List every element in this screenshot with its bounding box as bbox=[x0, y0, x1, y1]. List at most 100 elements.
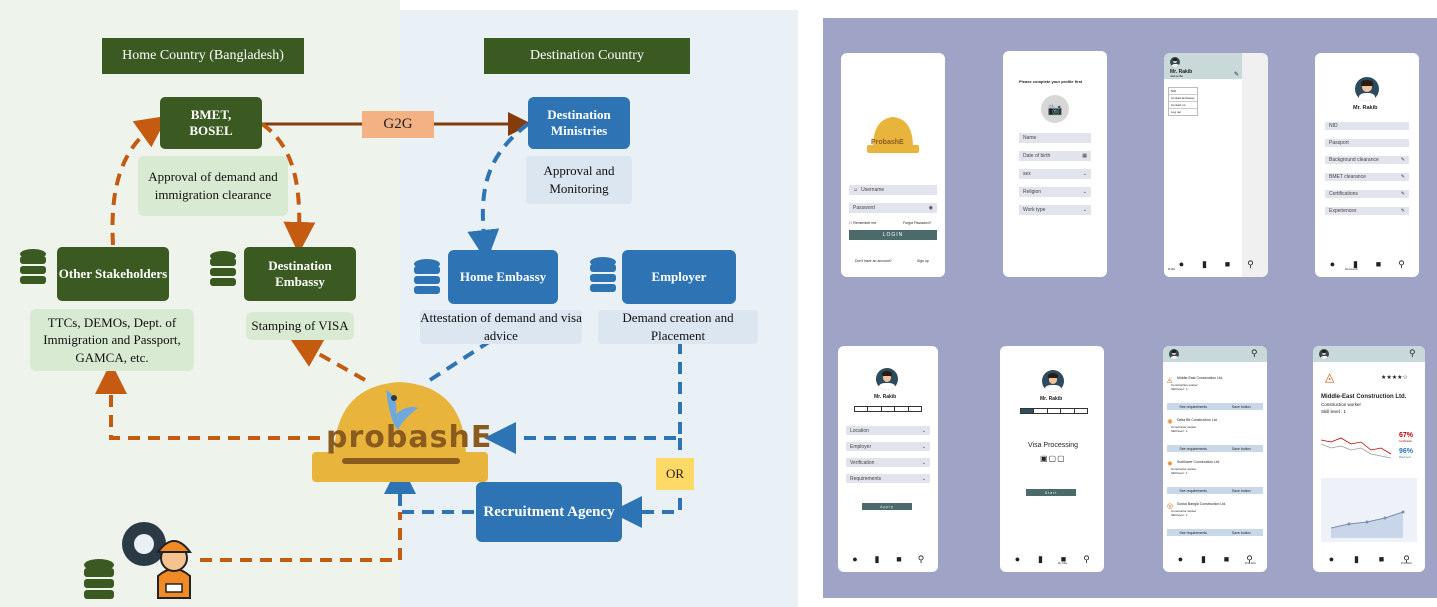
database-icon bbox=[590, 257, 616, 292]
profile-nav-icon[interactable]: ● bbox=[1177, 553, 1184, 564]
sex-select[interactable]: sex⌄ bbox=[1019, 169, 1091, 179]
job-list-screen: ⚲ ◬ Middle-East Construction Ltd. Constr… bbox=[1163, 346, 1267, 572]
certifications-field[interactable]: Certifications✎ bbox=[1325, 190, 1409, 198]
document-nav-icon[interactable]: ▮ bbox=[1202, 258, 1207, 269]
avatar bbox=[1169, 349, 1179, 359]
profile-nav-icon[interactable]: ● bbox=[1014, 553, 1021, 564]
see-requirements-button[interactable]: See requirements bbox=[1179, 404, 1208, 409]
requirements-select[interactable]: Requirements⌄ bbox=[846, 474, 930, 483]
job-actions: See requirements Save button bbox=[1167, 403, 1263, 410]
save-job-button[interactable]: Save button bbox=[1231, 404, 1251, 409]
login-button[interactable]: LOGIN bbox=[849, 230, 937, 240]
document-nav-icon[interactable]: ▮ bbox=[1354, 553, 1359, 564]
top-bar bbox=[1313, 346, 1425, 362]
profile-user-name: Mr. Rakib bbox=[1353, 105, 1378, 111]
document-nav-icon[interactable]: ▮ bbox=[874, 553, 880, 564]
drawer-item-nid[interactable]: NID bbox=[1169, 88, 1197, 95]
jobs-nav-icon[interactable]: ■ bbox=[1375, 258, 1382, 269]
jobs-nav-icon[interactable]: ■ bbox=[1223, 553, 1230, 564]
document-nav-icon[interactable]: ▮ bbox=[1201, 553, 1206, 564]
edit-icon[interactable]: ✎ bbox=[1400, 157, 1405, 163]
drawer-item-logout[interactable]: Log out bbox=[1171, 110, 1182, 114]
destination-ministries-node: Destination Ministries bbox=[528, 97, 630, 149]
employer-select[interactable]: Employer⌄ bbox=[846, 442, 930, 451]
visa-status-text: Visa Processing bbox=[1028, 442, 1079, 449]
job-detail-screen: ⚲ ◬ ★★★★☆ Middle-East Construction Ltd. … bbox=[1313, 346, 1425, 572]
search-nav-icon[interactable]: ⚲ bbox=[1246, 553, 1253, 564]
document-nav-icon[interactable]: ▮ bbox=[1038, 553, 1043, 564]
verification-select[interactable]: Verification⌄ bbox=[846, 458, 930, 467]
jobs-nav-icon[interactable]: ■ bbox=[896, 553, 902, 564]
search-nav-icon[interactable]: ⚲ bbox=[1398, 258, 1405, 269]
nid-field[interactable]: NID bbox=[1325, 122, 1409, 130]
search-nav-icon[interactable]: ⚲ bbox=[1083, 553, 1090, 564]
profile-nav-icon[interactable]: ● bbox=[1328, 553, 1335, 564]
bmet-clearance-field[interactable]: BMET clearance✎ bbox=[1325, 173, 1409, 181]
dob-field[interactable]: Date of birth▦ bbox=[1019, 151, 1091, 161]
document-nav-icon[interactable]: ▮ bbox=[1353, 258, 1358, 269]
start-button[interactable]: Start bbox=[1026, 489, 1076, 496]
job-actions: See requirements Save button bbox=[1167, 487, 1263, 494]
company-logo-icon: ◬ bbox=[1167, 377, 1173, 384]
destination-country-header: Destination Country bbox=[484, 38, 690, 74]
signup-link[interactable]: Sign up bbox=[917, 259, 929, 263]
employer-description: Demand creation and Placement bbox=[598, 310, 758, 344]
profile-nav-icon[interactable]: ● bbox=[1178, 258, 1185, 269]
jobs-nav-icon[interactable]: ■ bbox=[1378, 553, 1385, 564]
eye-icon[interactable]: ◉ bbox=[928, 205, 933, 211]
forgot-password-link[interactable]: Forgot Password? bbox=[903, 221, 932, 225]
bottom-nav: ● ▮ ■ ⚲ bbox=[1169, 552, 1261, 566]
passport-field[interactable]: Passport bbox=[1325, 139, 1409, 147]
save-job-button[interactable]: Save button bbox=[1231, 530, 1251, 535]
calendar-icon[interactable]: ▦ bbox=[1082, 153, 1087, 159]
see-requirements-button[interactable]: See requirements bbox=[1179, 488, 1208, 493]
search-icon[interactable]: ⚲ bbox=[1251, 348, 1258, 358]
chevron-down-icon: ⌄ bbox=[1082, 189, 1087, 195]
see-requirements-button[interactable]: See requirements bbox=[1179, 446, 1208, 451]
work-type-select[interactable]: Work type⌄ bbox=[1019, 205, 1091, 215]
background-clearance-field[interactable]: Background clearance✎ bbox=[1325, 156, 1409, 164]
name-field[interactable]: Name bbox=[1019, 133, 1091, 143]
search-icon[interactable]: ⚲ bbox=[1409, 348, 1416, 358]
save-job-button[interactable]: Save button bbox=[1231, 446, 1251, 451]
see-requirements-button[interactable]: See requirements bbox=[1179, 530, 1208, 535]
password-input[interactable]: Password◉ bbox=[849, 203, 937, 213]
religion-select[interactable]: Religion⌄ bbox=[1019, 187, 1091, 197]
apply-button[interactable]: Apply bbox=[862, 503, 912, 510]
edit-icon[interactable]: ✎ bbox=[1400, 174, 1405, 180]
drawer-user-sub: rakib.profile bbox=[1170, 75, 1183, 78]
company-name: Middle-East Construction Ltd. bbox=[1321, 394, 1407, 400]
employer-node: Employer bbox=[622, 250, 736, 304]
jobs-nav-icon[interactable]: ■ bbox=[1060, 553, 1067, 564]
destination-ministries-description: Approval and Monitoring bbox=[526, 156, 632, 204]
location-select[interactable]: Location⌄ bbox=[846, 426, 930, 435]
save-job-button[interactable]: Save button bbox=[1231, 488, 1251, 493]
app-screens-panel: ProbashE ☺Username Password◉ ☐ Remember … bbox=[823, 18, 1437, 598]
drawer-item-contact-us[interactable]: Contact us bbox=[1169, 102, 1197, 109]
experiences-field[interactable]: Experiences✎ bbox=[1325, 207, 1409, 215]
chevron-down-icon: ⌄ bbox=[921, 427, 926, 434]
bmet-bosel-node: BMET, BOSEL bbox=[160, 97, 262, 149]
drawer-item-contact-embassy[interactable]: Contact Embassy bbox=[1169, 95, 1197, 102]
search-nav-icon[interactable]: ⚲ bbox=[1403, 553, 1410, 564]
edit-icon[interactable]: ✎ bbox=[1234, 72, 1240, 78]
bottom-nav: ● ▮ ■ ⚲ bbox=[1321, 257, 1413, 271]
job-role: Construction worker bbox=[1321, 402, 1362, 407]
search-nav-icon[interactable]: ⚲ bbox=[917, 553, 925, 564]
progress-steps bbox=[854, 406, 922, 412]
search-nav-icon[interactable]: ⚲ bbox=[1247, 258, 1254, 269]
camera-icon[interactable]: 📷 bbox=[1041, 95, 1069, 123]
edit-icon[interactable]: ✎ bbox=[1400, 208, 1405, 214]
remember-me-checkbox[interactable]: ☐ Remember me bbox=[849, 221, 877, 225]
chevron-down-icon: ⌄ bbox=[1082, 171, 1087, 177]
ecosystem-diagram: Home Country (Bangladesh) Destination Co… bbox=[0, 0, 798, 607]
profile-nav-icon[interactable]: ● bbox=[1329, 258, 1336, 269]
home-embassy-description: Attestation of demand and visa advice bbox=[420, 310, 582, 344]
jobs-nav-icon[interactable]: ■ bbox=[1224, 258, 1231, 269]
edit-icon[interactable]: ✎ bbox=[1400, 191, 1405, 197]
drawer-menu: NID Contact Embassy Contact us Log out bbox=[1168, 87, 1198, 116]
no-account-text: Don't have an account? bbox=[855, 259, 892, 263]
worker-icon bbox=[122, 522, 192, 599]
profile-nav-icon[interactable]: ● bbox=[852, 553, 858, 564]
username-input[interactable]: ☺Username bbox=[849, 185, 937, 195]
